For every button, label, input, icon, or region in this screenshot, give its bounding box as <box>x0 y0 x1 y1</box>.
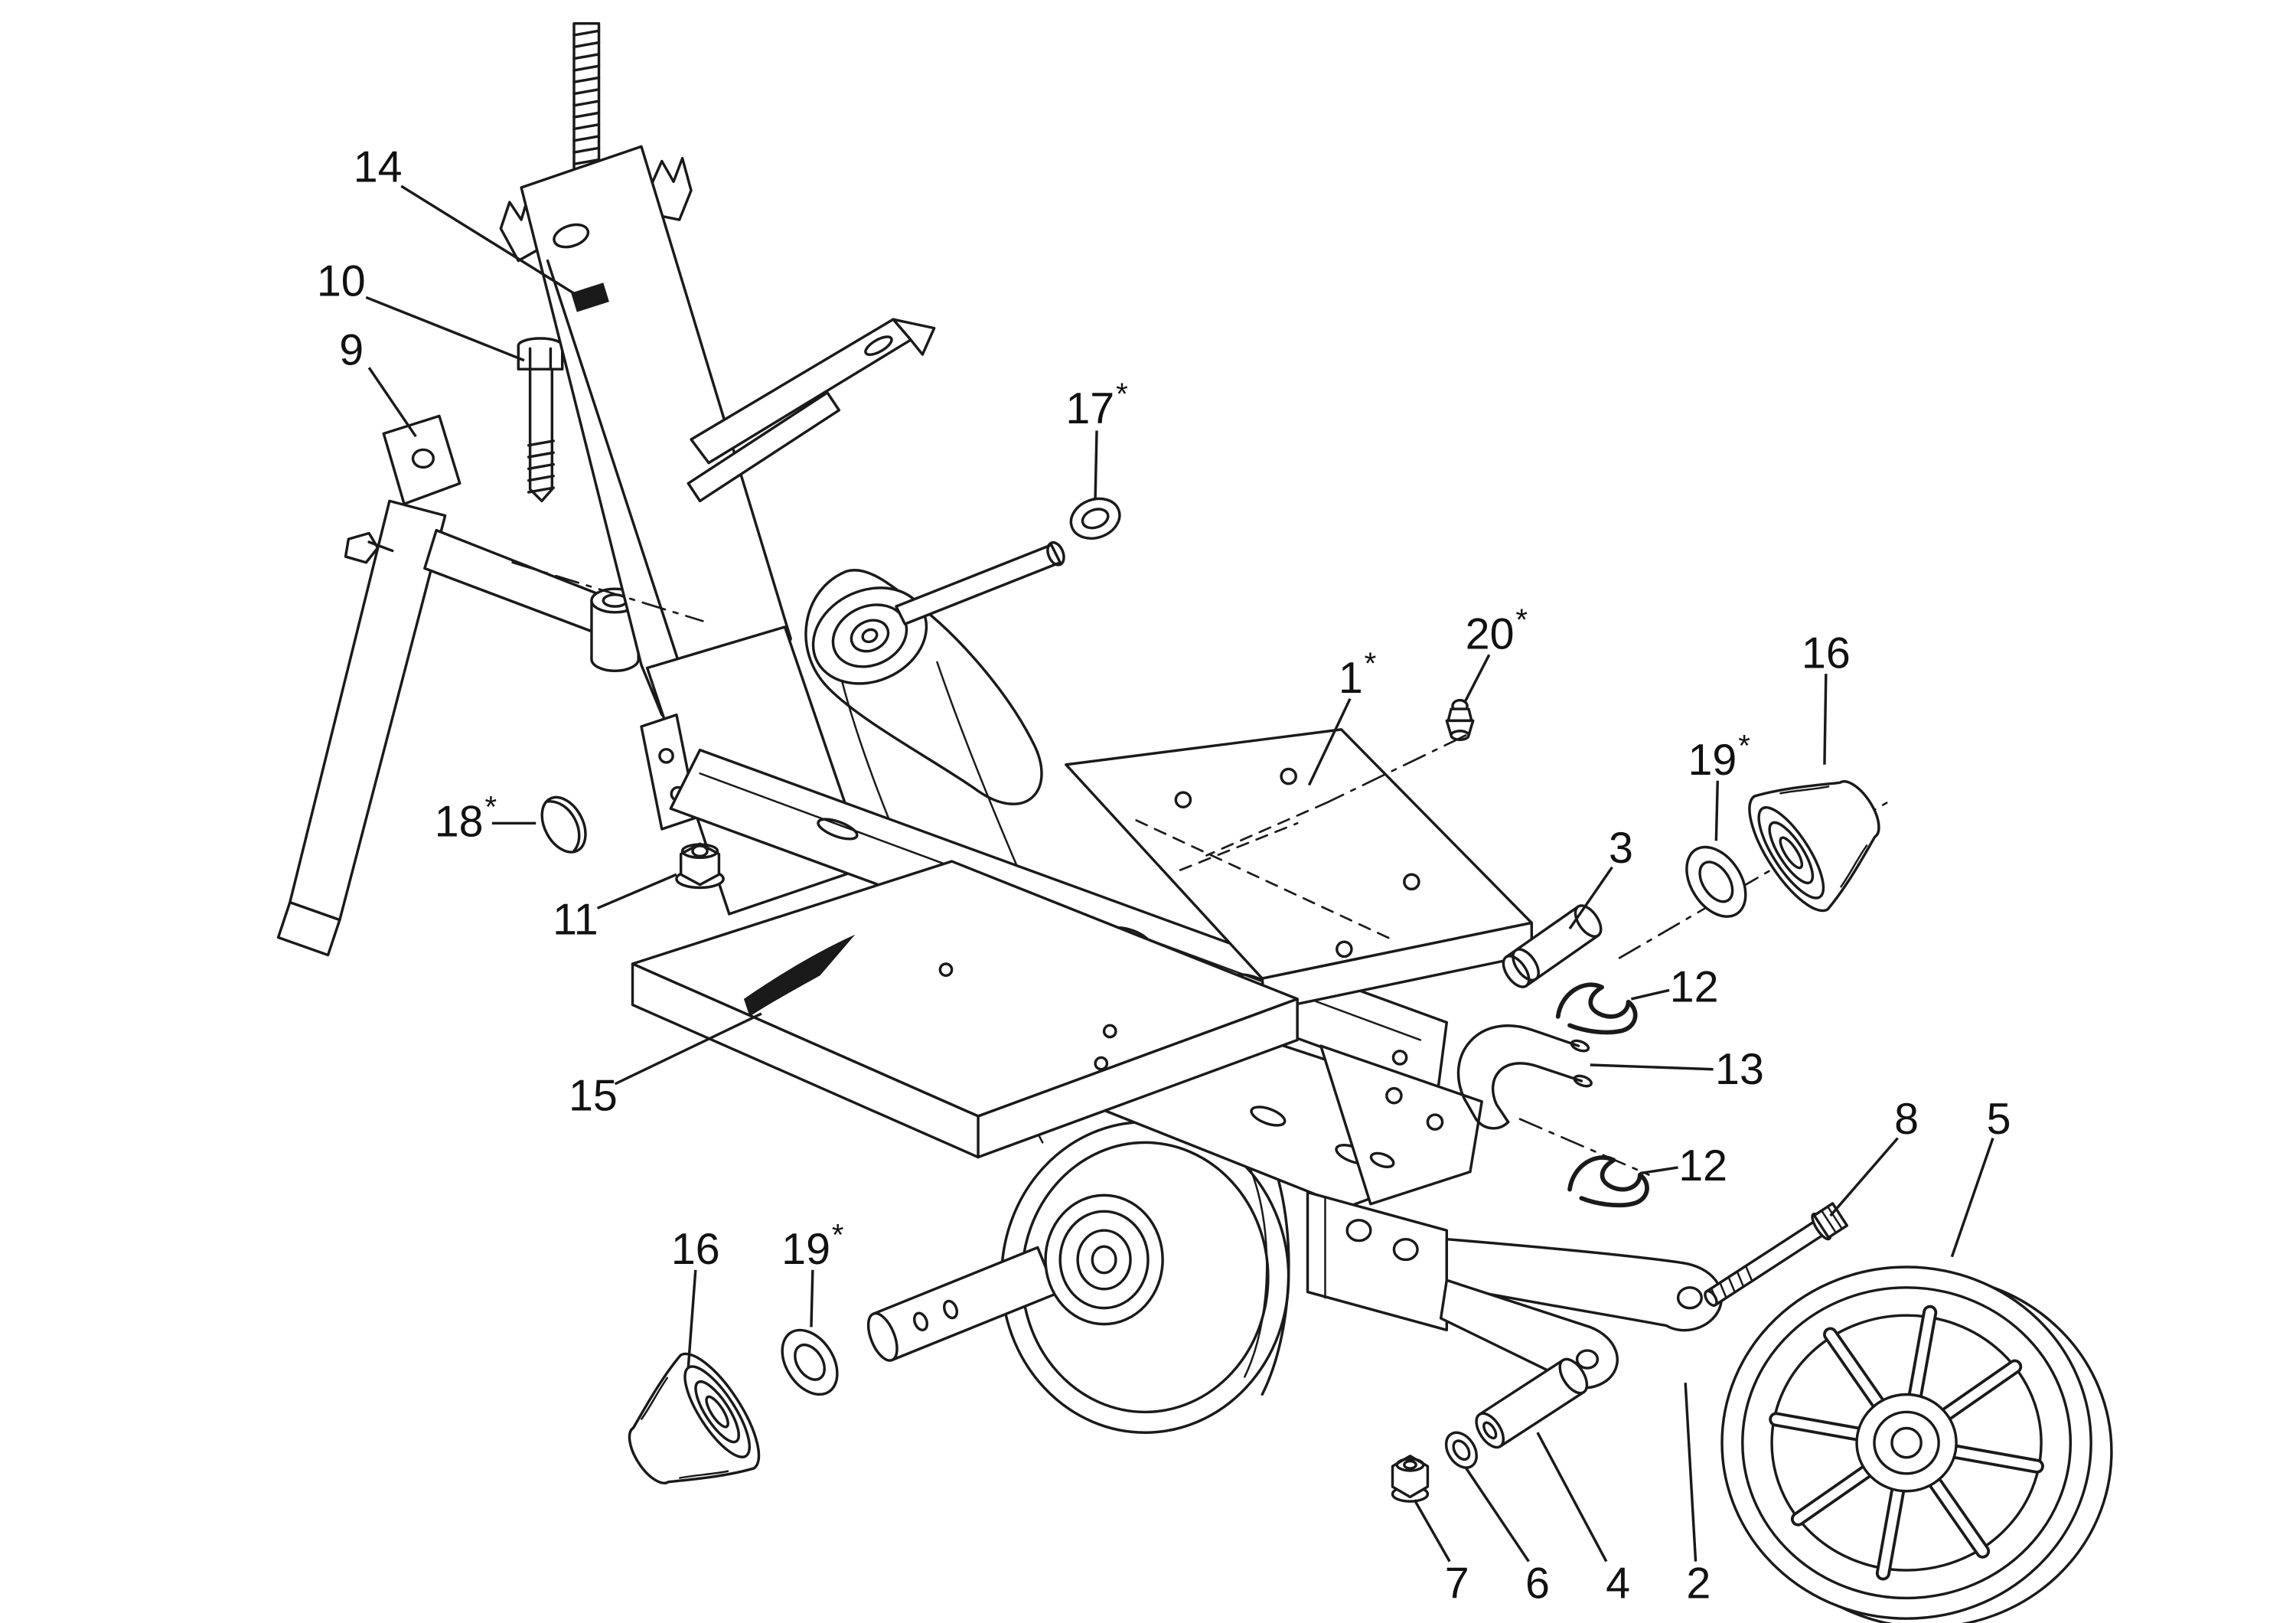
callout-label-pin-3: 3 <box>1609 824 1633 873</box>
leader-line-spring-clip-upper <box>1630 988 1670 1001</box>
callout-label-washer-6: 6 <box>1525 1559 1550 1608</box>
callout-label-support-stand: 9 <box>339 325 364 374</box>
callout-label-seal-ring-right: 19* <box>1688 728 1750 785</box>
belt-drive <box>804 540 1065 805</box>
leader-line-seal-ring-right <box>1714 780 1719 841</box>
spring-clip-upper <box>1558 985 1636 1032</box>
callout-label-u-pin-13: 13 <box>1715 1045 1764 1094</box>
callout-label-bracket-arm-2: 2 <box>1686 1559 1711 1608</box>
leader-line-pin-3 <box>1568 866 1613 930</box>
callout-label-hub-cap-right: 16 <box>1802 629 1851 678</box>
leader-line-lock-nut-7 <box>1413 1499 1451 1563</box>
leader-line-hub-cap-left <box>687 1269 697 1369</box>
pin-3 <box>1502 904 1603 988</box>
leader-line-bracket-arm-2 <box>1684 1383 1698 1562</box>
leader-line-washer-17 <box>1094 430 1098 498</box>
callout-label-hex-bolt: 10 <box>317 257 366 306</box>
callout-label-flange-nut-11: 11 <box>553 896 598 945</box>
washer-17 <box>1069 497 1121 540</box>
callout-label-spring-clip-lower: 12 <box>1678 1141 1727 1190</box>
callout-label-clamp-column: 14 <box>354 142 403 191</box>
plug-18 <box>540 795 587 854</box>
leader-line-spring-clip-lower <box>1639 1166 1678 1175</box>
callout-label-mounting-plate: 1* <box>1339 646 1376 703</box>
leader-line-flange-nut-11 <box>596 873 677 909</box>
leader-line-spacer-4 <box>1536 1432 1608 1563</box>
leader-line-hex-bolt <box>365 296 525 362</box>
callout-label-wheel-bolt: 8 <box>1894 1095 1919 1144</box>
hub-cap-left <box>628 1352 761 1484</box>
callout-label-transport-wheel: 5 <box>1987 1095 2011 1144</box>
handle-bracket <box>687 318 936 503</box>
leader-line-guard-plate-15 <box>614 1012 762 1086</box>
hub-cap-right <box>1748 780 1880 913</box>
threaded-rod <box>572 21 601 175</box>
leader-line-mounting-plate <box>1307 697 1352 786</box>
callout-label-seal-ring-left: 19* <box>781 1217 843 1274</box>
leader-line-grease-fitting <box>1463 654 1491 704</box>
leader-line-clamp-column <box>400 185 584 300</box>
seal-ring-left <box>781 1328 839 1396</box>
transport-wheel-5 <box>1720 1265 2113 1623</box>
mounting-plate-1 <box>1065 728 1533 1012</box>
transport-bracket-2 <box>1306 1190 1724 1390</box>
corner-bracket <box>1319 1044 1483 1206</box>
spring-clip-lower <box>1570 1158 1647 1205</box>
seal-ring-right <box>1685 845 1747 918</box>
leader-line-hub-cap-right <box>1823 674 1828 765</box>
leader-line-seal-ring-left <box>810 1269 814 1327</box>
lock-nut-7 <box>1391 1455 1430 1503</box>
hub-rings <box>1044 1194 1164 1326</box>
u-pin-13 <box>1456 1024 1593 1130</box>
callout-label-hub-cap-left: 16 <box>671 1225 720 1274</box>
guard-plate-15 <box>631 860 1299 1159</box>
callout-label-spring-clip-upper: 12 <box>1670 963 1719 1012</box>
axis-lines <box>511 561 1650 1176</box>
callout-label-washer-17: 17* <box>1065 377 1127 433</box>
wheel-bolt-8 <box>1704 1202 1849 1307</box>
flange-nut-11 <box>675 842 725 890</box>
support-stand <box>276 414 640 957</box>
callout-label-guard-plate-15: 15 <box>569 1071 618 1120</box>
callout-label-spacer-4: 4 <box>1606 1559 1630 1608</box>
leader-line-wheel-bolt <box>1829 1137 1899 1217</box>
leader-line-washer-6 <box>1464 1467 1530 1563</box>
leader-line-u-pin-13 <box>1590 1063 1714 1071</box>
parts-drawing <box>276 21 2113 1623</box>
washer-6 <box>1444 1431 1478 1469</box>
callout-label-grease-fitting: 20* <box>1466 603 1528 659</box>
spacer-4 <box>1475 1357 1589 1449</box>
leader-line-support-stand <box>367 367 417 438</box>
hex-bolt-10 <box>517 337 564 503</box>
grease-fitting-20 <box>1445 698 1475 741</box>
leader-line-transport-wheel <box>1950 1138 1994 1258</box>
callout-label-plug-18: 18* <box>435 790 497 847</box>
callout-label-lock-nut-7: 7 <box>1445 1559 1469 1608</box>
